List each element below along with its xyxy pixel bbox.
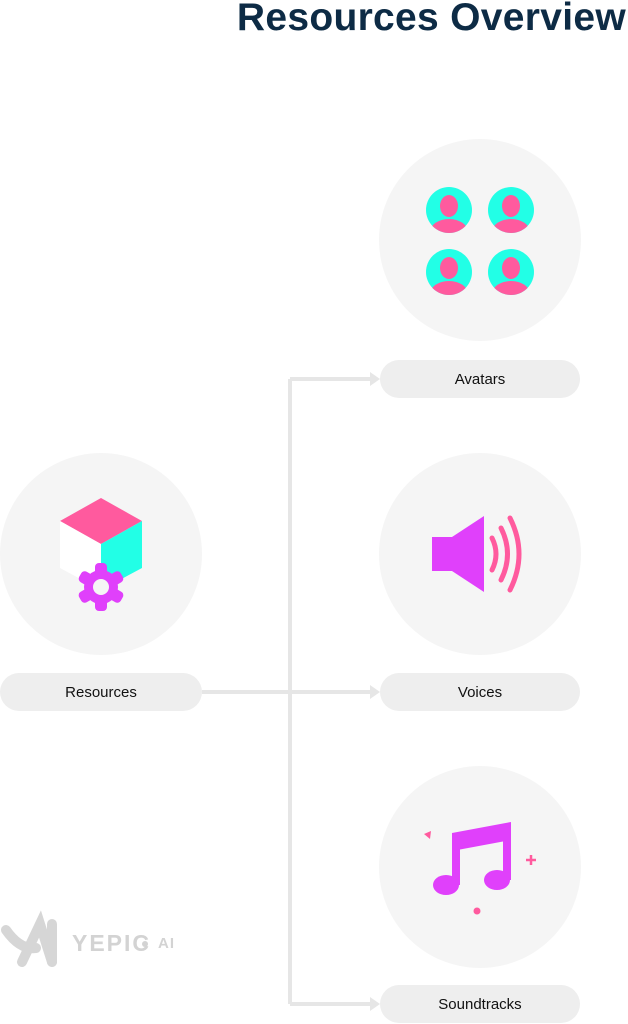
- yepic-logo-mark: [1, 910, 57, 967]
- arrow-soundtracks: [370, 997, 380, 1011]
- music-note-icon: [424, 822, 536, 915]
- logo-suffix: AI: [158, 935, 175, 952]
- voices-label: Voices: [457, 683, 503, 701]
- avatars-node[interactable]: Avatars: [380, 360, 580, 398]
- logo-name: YEPIC: [72, 930, 152, 956]
- soundtracks-circle: [379, 766, 581, 968]
- avatars-label: Avatars: [454, 370, 506, 388]
- arrow-avatars: [370, 372, 380, 386]
- speaker-icon: [432, 515, 522, 593]
- cube-gear-icon: [60, 498, 142, 611]
- resources-node[interactable]: Resources: [0, 673, 202, 711]
- avatars-circle: [379, 139, 581, 341]
- arrow-voices: [370, 685, 380, 699]
- soundtracks-label: Soundtracks: [438, 995, 522, 1013]
- voices-node[interactable]: Voices: [380, 673, 580, 711]
- soundtracks-node[interactable]: Soundtracks: [380, 985, 580, 1023]
- connectors: [202, 377, 372, 1006]
- resources-label: Resources: [65, 683, 137, 701]
- page-title: Resources Overview: [236, 0, 626, 39]
